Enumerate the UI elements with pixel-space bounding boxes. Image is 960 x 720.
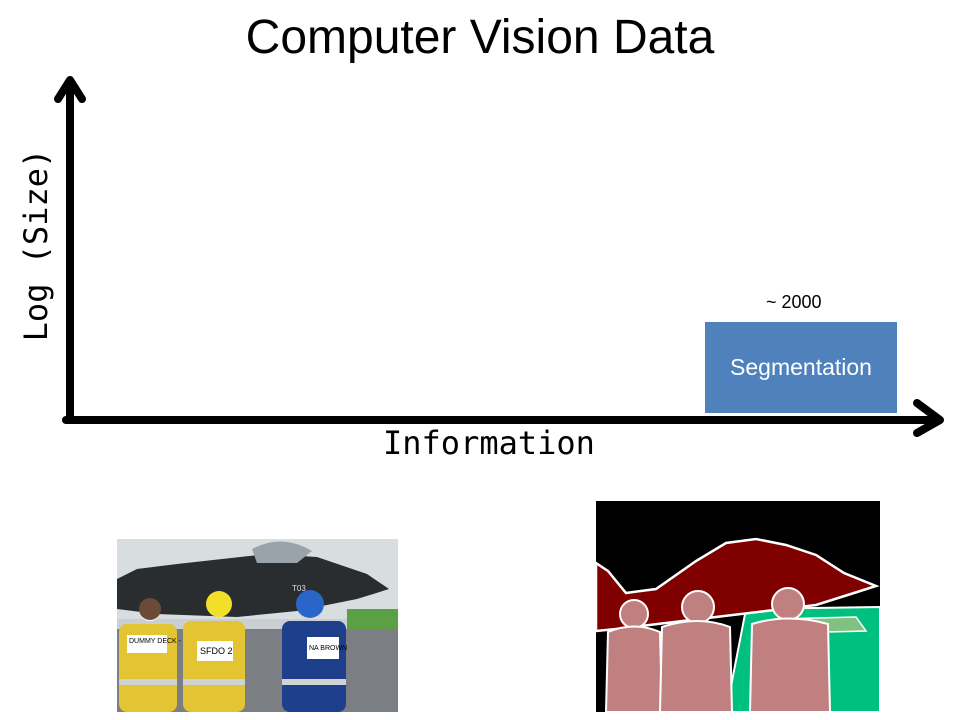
crew-member-2: SFDO 2 — [183, 591, 245, 712]
y-axis-label: Log (Size) — [17, 148, 55, 342]
vest-text-1: DUMMY DECK - 1 — [129, 638, 187, 645]
vest-text-2: SFDO 2 — [200, 646, 233, 656]
y-axis-arrowhead — [54, 76, 86, 103]
segmentation-mask — [596, 501, 880, 712]
tail-code-text: T03 — [292, 584, 306, 593]
segmentation-bar: Segmentation — [705, 322, 897, 413]
segmentation-bar-label: Segmentation — [730, 354, 872, 380]
page-title: Computer Vision Data — [245, 11, 715, 64]
crew-member-3: NA BROWN — [282, 590, 347, 712]
crew-member-1: DUMMY DECK - 1 — [119, 598, 187, 712]
x-axis-arrowhead — [913, 399, 944, 437]
aircraft-photo: T03 DUMMY DECK - 1 SFDO 2 NA BROWN — [117, 539, 398, 712]
aircraft-photo-illustration: T03 DUMMY DECK - 1 SFDO 2 NA BROWN — [117, 539, 398, 712]
vest-text-3: NA BROWN — [309, 645, 347, 652]
x-axis-label: Information — [383, 424, 595, 462]
segmentation-mask-illustration — [596, 501, 880, 712]
segmentation-size-label: ~ 2000 — [766, 292, 822, 312]
